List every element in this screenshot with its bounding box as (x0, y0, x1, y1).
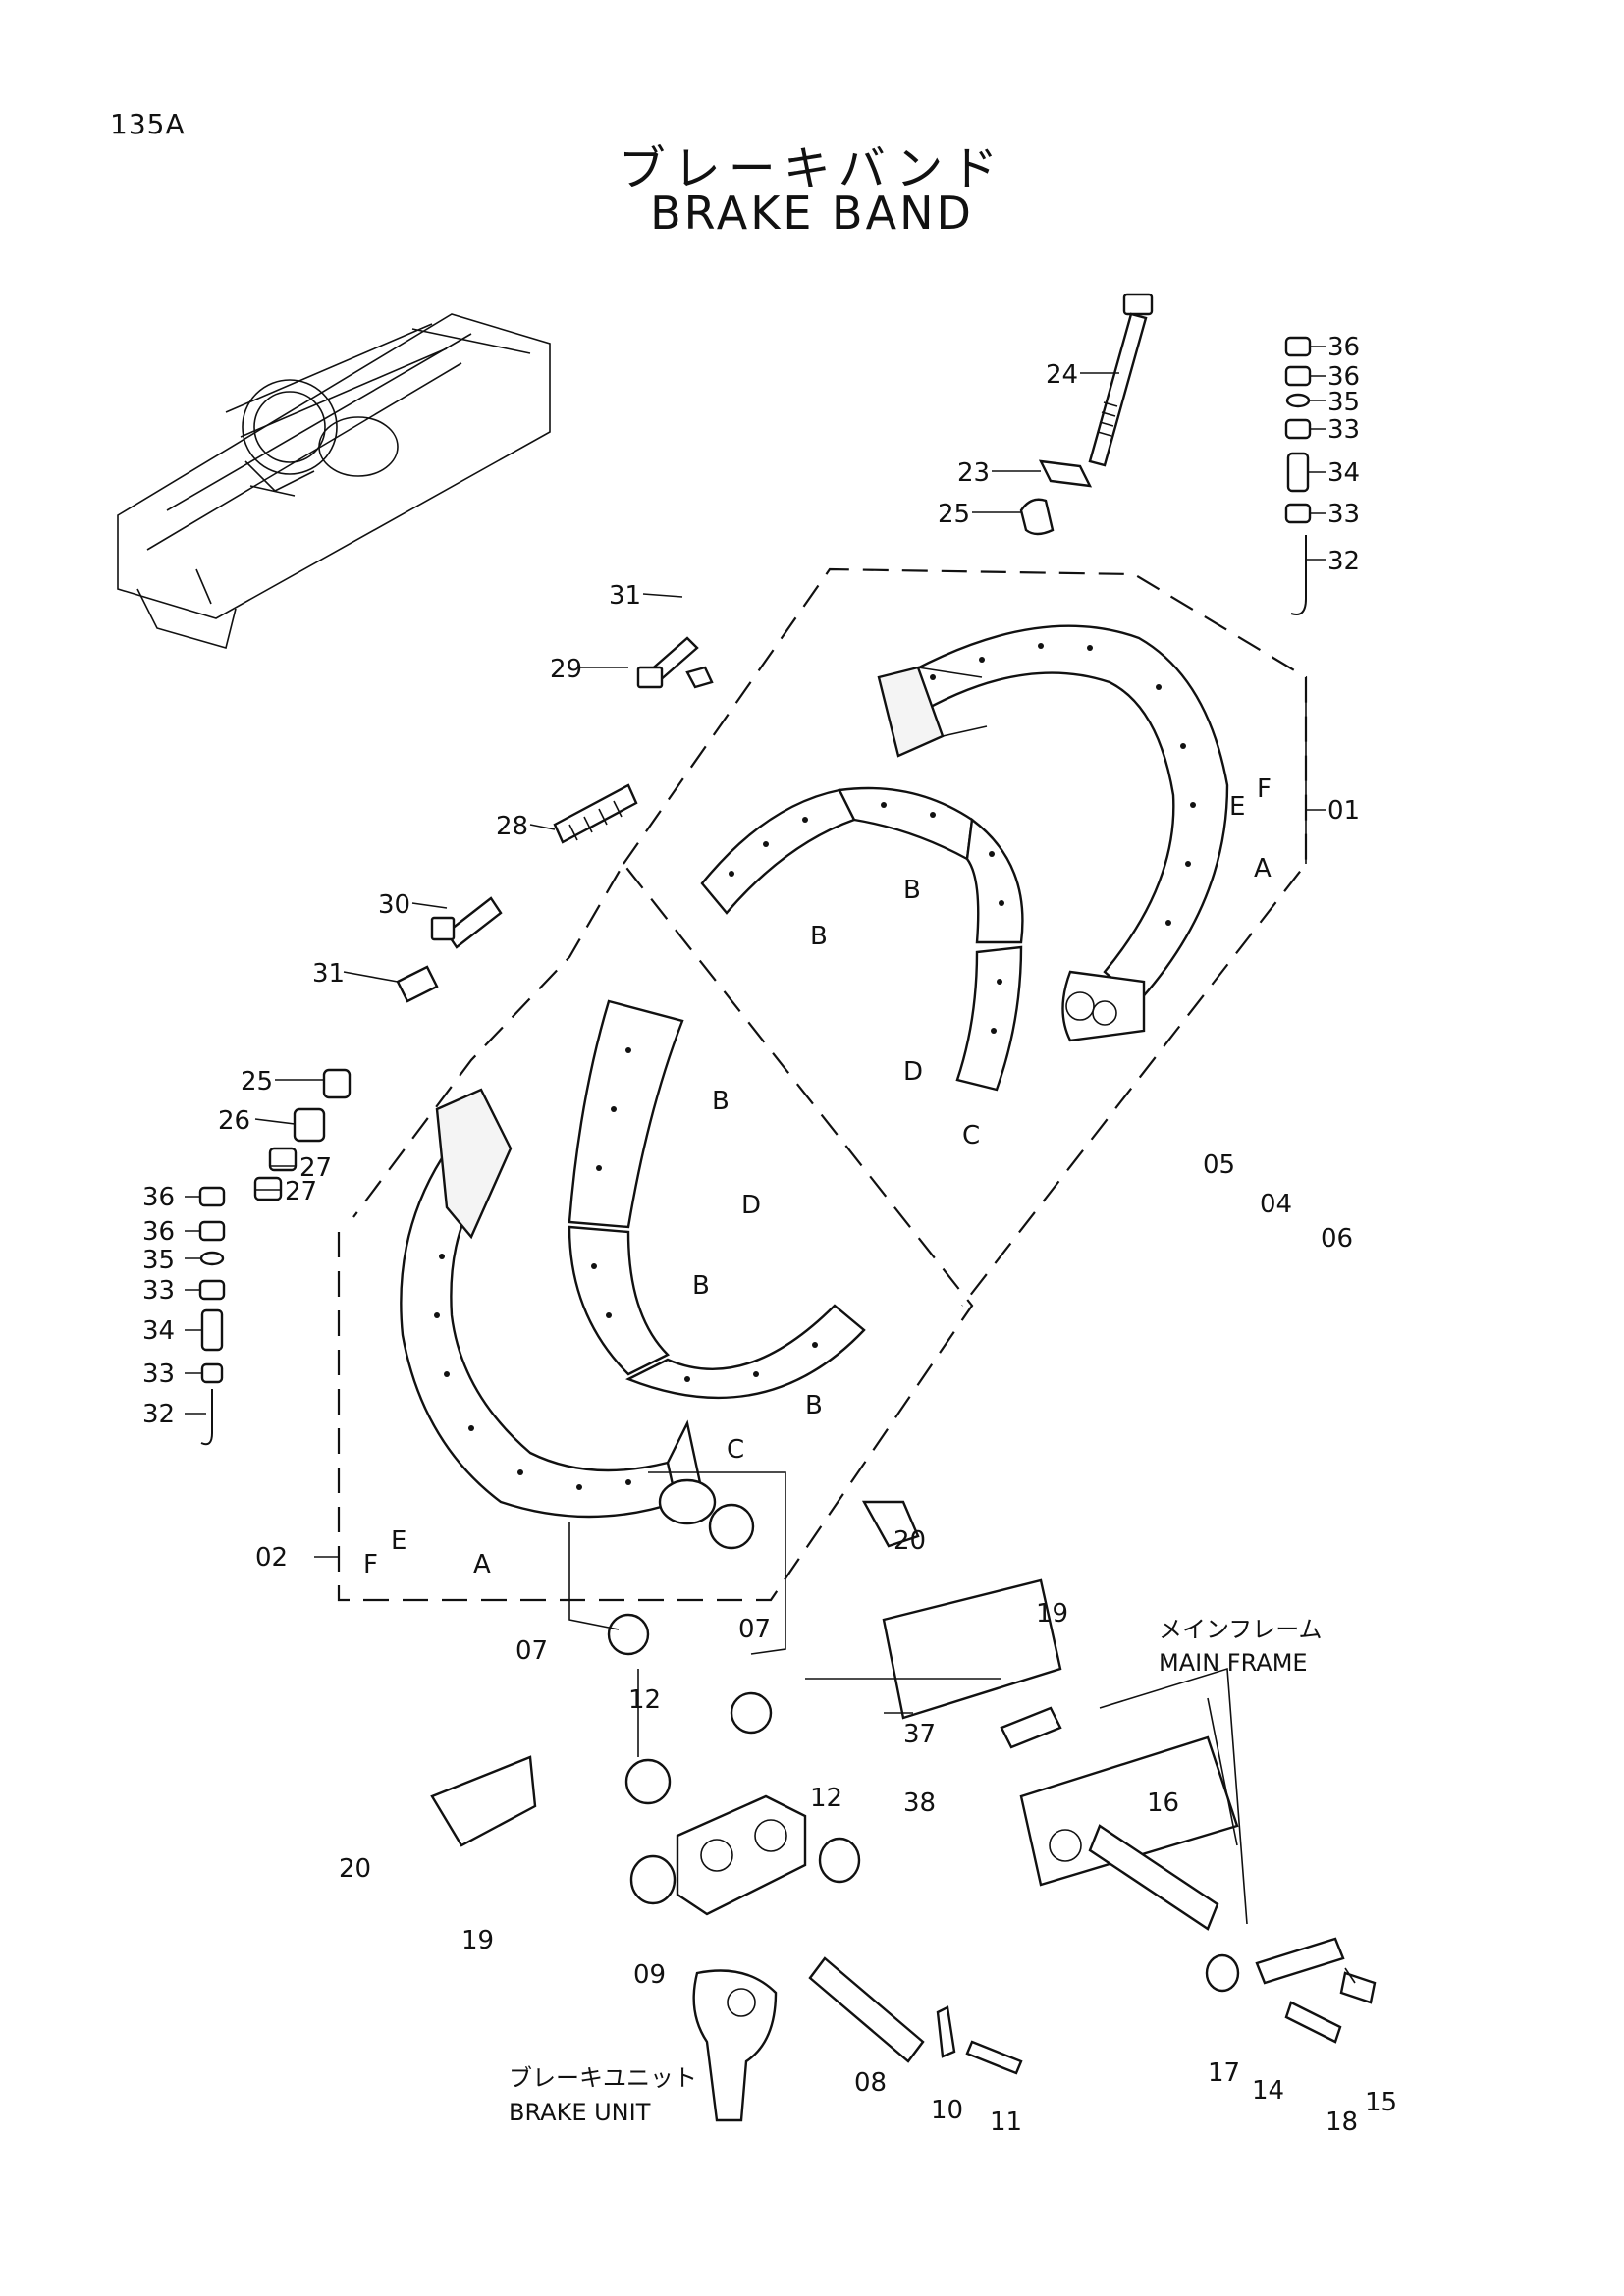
callout-f-lower: F (363, 1550, 378, 1579)
label-07b: 07 (738, 1615, 771, 1644)
label-05: 05 (1203, 1150, 1235, 1180)
label-36-left-1: 36 (142, 1183, 175, 1212)
label-01: 01 (1327, 796, 1360, 826)
label-33-left-2: 33 (142, 1360, 175, 1389)
left-hardware-column (198, 1186, 226, 1446)
leader-lines (185, 346, 1356, 1984)
callout-b-4: B (692, 1271, 710, 1301)
upper-hardware-parts (253, 293, 1154, 1201)
label-32-left: 32 (142, 1400, 175, 1429)
callout-c-lower: C (727, 1435, 744, 1465)
location-inset-illustration (117, 313, 551, 649)
label-34-right: 34 (1327, 458, 1360, 488)
callout-e-lower: E (391, 1526, 406, 1556)
label-09: 09 (633, 1960, 666, 1990)
brake-unit-label-jp: ブレーキユニット (509, 2064, 697, 2092)
label-25a: 25 (938, 500, 970, 529)
label-07a: 07 (515, 1636, 548, 1666)
label-20a: 20 (893, 1526, 926, 1556)
label-23: 23 (957, 458, 990, 488)
main-frame-label: MAIN FRAME (1159, 1649, 1308, 1677)
label-33-right-1: 33 (1327, 415, 1360, 445)
label-16: 16 (1147, 1789, 1179, 1818)
label-18: 18 (1326, 2108, 1358, 2137)
callout-e-upper: E (1229, 792, 1245, 822)
label-34-left: 34 (142, 1316, 175, 1346)
label-36-right-1: 36 (1327, 333, 1360, 362)
assembly-02-outline (337, 862, 974, 1602)
label-26: 26 (218, 1106, 250, 1136)
assembly-01-outline (623, 567, 1308, 1307)
callout-b-1: B (810, 922, 828, 951)
callout-c-upper: C (962, 1121, 980, 1150)
letter-callouts: A A B B B B B C C D D E E F F (363, 774, 1272, 1579)
label-11: 11 (990, 2108, 1022, 2137)
label-02: 02 (255, 1543, 288, 1573)
upper-lining-segments (700, 786, 1024, 1092)
label-15: 15 (1365, 2088, 1397, 2117)
label-36-right-2: 36 (1327, 362, 1360, 392)
callout-b-2: B (903, 876, 921, 905)
label-04: 04 (1260, 1190, 1292, 1219)
label-38: 38 (903, 1789, 936, 1818)
callout-a-lower: A (473, 1550, 491, 1579)
label-28: 28 (496, 812, 528, 841)
label-06: 06 (1321, 1224, 1353, 1254)
label-20b: 20 (339, 1854, 371, 1884)
label-35-right: 35 (1327, 388, 1360, 417)
brake-unit-label: BRAKE UNIT (509, 2099, 651, 2126)
label-14: 14 (1252, 2076, 1284, 2106)
label-33-left-1: 33 (142, 1276, 175, 1306)
callout-b-5: B (805, 1391, 823, 1420)
label-37: 37 (903, 1720, 936, 1749)
label-25b: 25 (241, 1067, 273, 1096)
label-35-left: 35 (142, 1246, 175, 1275)
callout-f-upper: F (1257, 774, 1272, 804)
label-32-right: 32 (1327, 547, 1360, 576)
callout-d-upper: D (903, 1057, 923, 1087)
callout-a-upper: A (1254, 854, 1272, 883)
label-19a: 19 (1036, 1599, 1068, 1629)
label-36-left-2: 36 (142, 1217, 175, 1247)
main-frame-label-jp: メインフレーム (1159, 1616, 1323, 1643)
reference-notes: メインフレーム MAIN FRAME ブレーキユニット BRAKE UNIT (509, 1616, 1323, 2126)
part-number-labels: 24 23 25 31 29 28 30 31 25 26 27 27 36 3… (142, 333, 1397, 2137)
label-17: 17 (1208, 2058, 1240, 2088)
label-12b: 12 (810, 1784, 842, 1813)
callout-d-lower: D (741, 1191, 761, 1220)
page-code: 135A (110, 108, 186, 140)
page-title: BRAKE BAND (650, 187, 974, 240)
label-33-right-2: 33 (1327, 500, 1360, 529)
label-30: 30 (378, 890, 410, 920)
page-title-japanese: ブレーキバンド (618, 141, 1006, 196)
linkage-assembly (430, 1478, 1377, 2122)
right-hardware-column (1284, 336, 1312, 615)
label-24: 24 (1046, 360, 1078, 390)
label-31a: 31 (609, 581, 641, 611)
label-12a: 12 (628, 1685, 661, 1715)
label-29: 29 (550, 655, 582, 684)
lower-brake-band (400, 1088, 704, 1519)
label-19b: 19 (461, 1926, 494, 1955)
upper-brake-band (877, 624, 1229, 1042)
label-08: 08 (854, 2068, 887, 2098)
callout-b-3: B (712, 1087, 730, 1116)
label-27a: 27 (299, 1153, 332, 1183)
lower-lining-segments (568, 999, 866, 1400)
label-31b: 31 (312, 959, 345, 988)
label-27b: 27 (285, 1177, 317, 1206)
label-10: 10 (931, 2096, 963, 2125)
